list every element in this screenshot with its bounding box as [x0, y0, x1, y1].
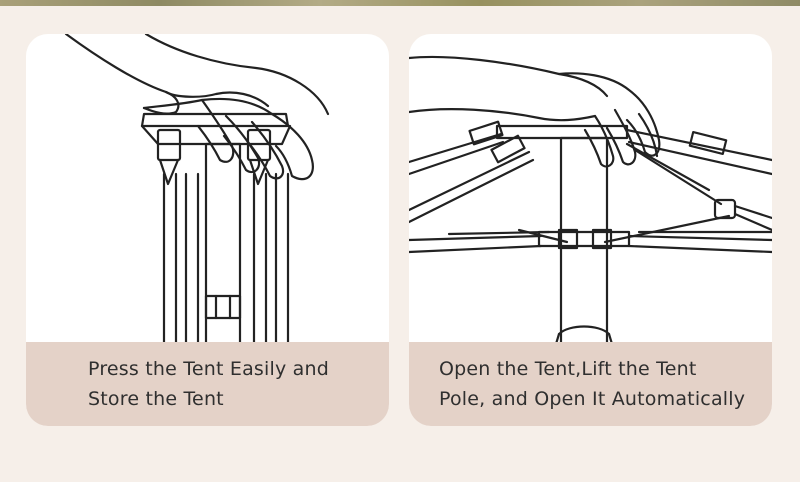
caption-line-1: Open the Tent,Lift the Tent: [439, 358, 697, 380]
caption-panel: Press the Tent Easily and Store the Tent: [26, 342, 389, 426]
open-tent-card: Open the Tent,Lift the Tent Pole, and Op…: [409, 34, 772, 426]
caption-line-1: Press the Tent Easily and: [88, 358, 329, 380]
hand-lifting-tent-pole-illustration: [409, 55, 772, 344]
caption-line-2: Pole, and Open It Automatically: [439, 388, 746, 410]
top-photo-strip: [0, 0, 800, 6]
open-tent-caption: Open the Tent,Lift the Tent Pole, and Op…: [439, 354, 745, 414]
press-tent-card: Press the Tent Easily and Store the Tent: [26, 34, 389, 426]
caption-panel: Open the Tent,Lift the Tent Pole, and Op…: [409, 342, 772, 426]
hand-pressing-tent-hub-illustration: [64, 34, 330, 344]
press-tent-caption: Press the Tent Easily and Store the Tent: [88, 354, 329, 414]
caption-line-2: Store the Tent: [88, 388, 224, 410]
